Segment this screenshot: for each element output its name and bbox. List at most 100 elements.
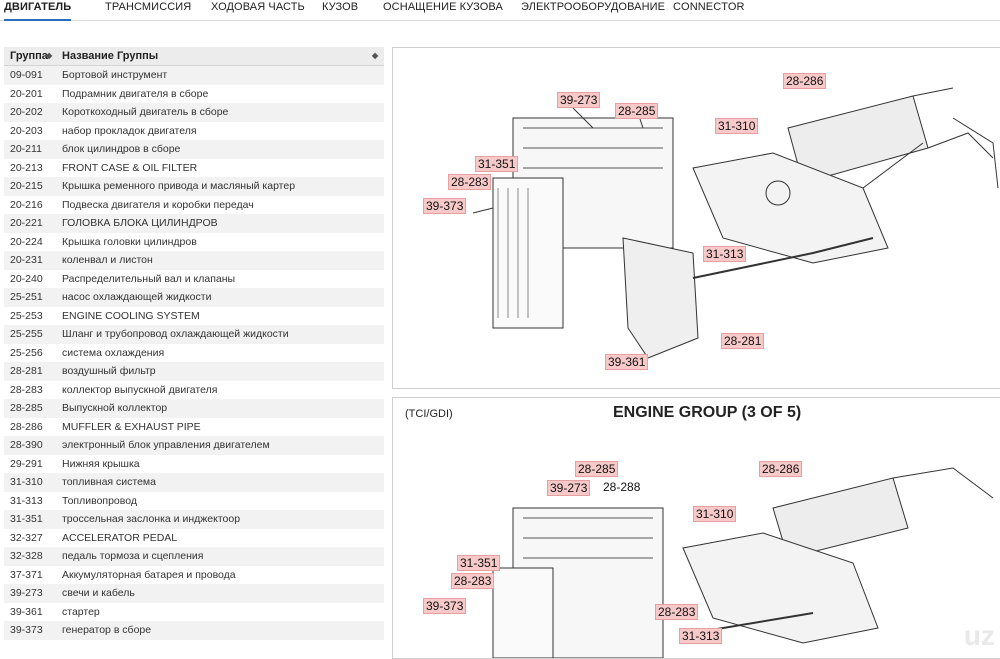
tab-body-equipment[interactable]: ОСНАЩЕНИЕ КУЗОВА <box>383 1 503 13</box>
callout-28-281[interactable]: 28-281 <box>721 333 765 349</box>
sort-icon[interactable]: ◆ <box>372 51 379 60</box>
group-code: 09-091 <box>10 69 43 81</box>
group-name: FRONT CASE & OIL FILTER <box>62 161 198 174</box>
tab-chassis[interactable]: ХОДОВАЯ ЧАСТЬ <box>211 1 305 13</box>
group-name: коллектор выпускной двигателя <box>62 383 218 396</box>
header-name[interactable]: Название Группы <box>62 50 159 62</box>
callout-28-283[interactable]: 28-283 <box>655 604 699 620</box>
group-table: Группа ◆ Название Группы ◆ 09-091 Бортово… <box>4 47 384 654</box>
callout-39-373[interactable]: 39-373 <box>423 598 467 614</box>
group-name: троссельная заслонка и инджектоор <box>62 513 241 525</box>
group-name: Подрамник двигателя в сборе <box>62 87 209 100</box>
group-code: 37-371 <box>10 568 43 581</box>
table-row[interactable]: 20-201 Подрамник двигателя в сборе <box>4 84 384 103</box>
sort-icon[interactable]: ◆ <box>46 51 53 60</box>
group-name: электронный блок управления двигателем <box>62 439 270 451</box>
group-name: Подвеска двигателя и коробки передач <box>62 198 254 211</box>
group-code: 39-373 <box>10 624 43 636</box>
callout-28-286[interactable]: 28-286 <box>783 73 827 89</box>
group-code: 25-253 <box>10 309 43 322</box>
table-row[interactable]: 25-256 система охлаждения <box>4 343 384 362</box>
group-name: педаль тормоза и сцепления <box>62 550 204 562</box>
callout-28-286[interactable]: 28-286 <box>759 461 803 477</box>
table-row[interactable]: 09-091 Бортовой инструмент <box>4 66 384 85</box>
callout-31-310[interactable]: 31-310 <box>715 118 759 134</box>
callout-31-313[interactable]: 31-313 <box>679 628 723 644</box>
tab-body[interactable]: КУЗОВ <box>322 1 359 13</box>
group-code: 29-291 <box>10 457 43 470</box>
callout-31-351[interactable]: 31-351 <box>475 156 519 172</box>
table-row[interactable]: 31-351 троссельная заслонка и инджектоор <box>4 510 384 529</box>
group-code: 20-201 <box>10 87 43 100</box>
callout-31-313[interactable]: 31-313 <box>703 246 747 262</box>
callout-28-283[interactable]: 28-283 <box>451 573 495 589</box>
group-code: 20-224 <box>10 235 43 248</box>
group-code: 25-255 <box>10 328 43 340</box>
group-name: ENGINE COOLING SYSTEM <box>62 309 200 322</box>
tab-connector[interactable]: CONNECTOR <box>673 1 745 13</box>
callout-39-273[interactable]: 39-273 <box>557 92 601 108</box>
group-name: Распределительный вал и клапаны <box>62 272 236 285</box>
group-name: Шланг и трубопровод охлаждающей жидкости <box>62 328 289 340</box>
group-code: 25-256 <box>10 346 43 359</box>
group-code: 20-221 <box>10 217 43 229</box>
group-code: 20-240 <box>10 272 43 285</box>
group-name: набор прокладок двигателя <box>62 124 197 137</box>
engine-diagram-1 <box>472 87 999 359</box>
group-name: стартер <box>62 605 100 618</box>
table-row[interactable]: 20-240 Распределительный вал и клапаны <box>4 269 384 288</box>
callout-31-351[interactable]: 31-351 <box>457 555 501 571</box>
tab-electrical[interactable]: ЭЛЕКТРООБОРУДОВАНИЕ <box>521 1 666 13</box>
table-row[interactable]: 25-253 ENGINE COOLING SYSTEM <box>4 306 384 325</box>
group-name: Бортовой инструмент <box>62 69 168 81</box>
callout-39-373[interactable]: 39-373 <box>423 198 467 214</box>
header-code[interactable]: Группа <box>10 50 48 62</box>
group-code: 31-310 <box>10 476 43 488</box>
group-code: 20-211 <box>10 143 42 155</box>
diagram-title: ENGINE GROUP (3 OF 5) <box>613 404 802 421</box>
callout-28-288[interactable]: 28-288 <box>603 480 641 494</box>
group-code: 31-351 <box>10 513 43 525</box>
diagram-panel-1: 39-273 28-285 28-286 31-310 31-351 28-28… <box>392 47 1000 389</box>
table-row[interactable]: 25-255 Шланг и трубопровод охлаждающей жи… <box>4 325 384 344</box>
callout-28-285[interactable]: 28-285 <box>575 461 619 477</box>
callout-39-361[interactable]: 39-361 <box>605 354 649 370</box>
callout-28-285[interactable]: 28-285 <box>615 103 659 119</box>
callout-31-310[interactable]: 31-310 <box>693 506 737 522</box>
group-code: 28-390 <box>10 439 43 451</box>
callout-28-283[interactable]: 28-283 <box>448 174 492 190</box>
callout-39-273[interactable]: 39-273 <box>547 480 591 496</box>
table-row[interactable]: 28-390 электронный блок управления двигат… <box>4 436 384 455</box>
group-name: Топливопровод <box>62 494 137 507</box>
tab-engine[interactable]: ДВИГАТЕЛЬ <box>4 0 72 21</box>
group-code: 28-281 <box>10 365 43 377</box>
group-name: MUFFLER & EXHAUST PIPE <box>62 420 201 433</box>
group-code: 25-251 <box>10 291 43 303</box>
tab-transmission[interactable]: ТРАНСМИССИЯ <box>105 1 192 13</box>
group-code: 20-231 <box>10 254 43 266</box>
group-name: система охлаждения <box>62 346 165 359</box>
